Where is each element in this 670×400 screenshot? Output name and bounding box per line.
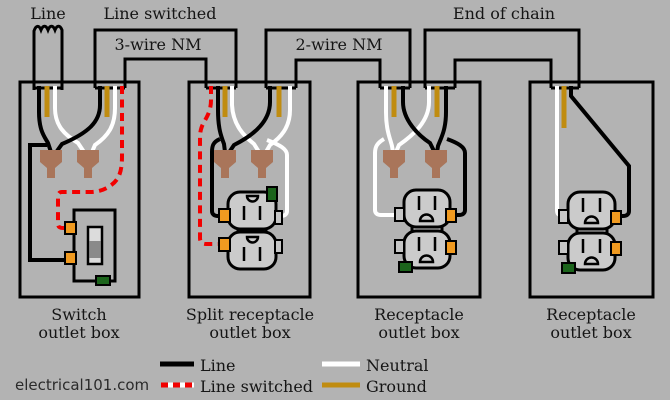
hot-wire xyxy=(401,86,436,152)
label-line: Line xyxy=(30,4,66,23)
line-feed-cable xyxy=(32,24,64,90)
wire-nut xyxy=(214,150,236,178)
receptacle-outlet-box-4 xyxy=(528,80,655,299)
brass-terminal-bottom xyxy=(610,241,622,256)
neutral-wire xyxy=(230,86,261,154)
silver-terminal-bottom xyxy=(558,240,569,255)
receptacle-outlet-box-3 xyxy=(356,80,482,299)
wire-nut xyxy=(251,150,273,178)
ground-screw xyxy=(398,261,413,273)
label-line-switched: Line switched xyxy=(103,4,216,23)
hot-wire xyxy=(228,86,272,153)
two-wire-nm-cable xyxy=(264,28,412,88)
brass-terminal-top xyxy=(610,210,622,225)
caption-split-box-line2: outlet box xyxy=(209,323,290,342)
ground-screw xyxy=(561,262,576,274)
legend: Line Line switched Neutral Ground xyxy=(160,356,429,396)
switch-feed-pigtail xyxy=(28,143,66,262)
plug-slots xyxy=(417,237,437,251)
brass-terminal-top xyxy=(218,208,231,223)
ground-hole xyxy=(418,213,435,223)
label-2-wire-nm: 2-wire NM xyxy=(296,35,383,54)
hot-wire xyxy=(569,86,631,218)
wire-nut xyxy=(77,150,99,178)
hot-pigtail xyxy=(446,137,467,217)
hot-wire xyxy=(55,86,102,153)
end-of-chain-cable xyxy=(423,28,581,88)
switch-device xyxy=(64,208,117,286)
caption-recept3-box-line1: Receptacle xyxy=(374,305,464,324)
silver-terminal-bottom xyxy=(274,239,283,254)
hot-wire xyxy=(435,86,448,153)
wire-nut xyxy=(425,150,447,178)
ground-wires xyxy=(44,86,567,128)
wire-nuts xyxy=(40,150,447,178)
brass-terminal-bottom xyxy=(445,240,457,255)
switch-brass-terminal-top xyxy=(64,221,77,235)
receptacle-device-3 xyxy=(394,188,457,273)
plug-slots xyxy=(242,206,262,220)
neutral-wire xyxy=(384,86,395,153)
label-3-wire-nm: 3-wire NM xyxy=(115,35,202,54)
caption-recept4-box-line1: Receptacle xyxy=(546,305,636,324)
outlet-boxes xyxy=(18,80,655,299)
switched-line-wires xyxy=(56,86,220,246)
watermark: electrical101.com xyxy=(15,376,149,394)
neutral-wire xyxy=(53,86,86,154)
switched-hot-wire xyxy=(198,86,220,246)
silver-terminal-bottom xyxy=(394,239,405,254)
legend-label-line: Line xyxy=(200,356,236,375)
line-wires xyxy=(28,86,631,262)
plug-slots xyxy=(242,247,262,261)
silver-terminal-top xyxy=(274,210,283,225)
silver-terminal-top xyxy=(558,209,569,224)
ground-screw xyxy=(266,186,278,202)
switch-ground-screw xyxy=(95,275,111,286)
ground-hole xyxy=(583,215,600,225)
three-wire-nm-cable xyxy=(93,28,238,88)
label-end-of-chain: End of chain xyxy=(453,4,555,23)
caption-recept4-box-line2: outlet box xyxy=(550,323,631,342)
split-receptacle-outlet-box xyxy=(187,80,312,299)
legend-label-line-switched: Line switched xyxy=(200,377,313,396)
neutral-pigtail xyxy=(373,137,394,217)
hot-pigtail xyxy=(210,137,222,218)
caption-switch-box-line2: outlet box xyxy=(38,323,119,342)
switch-outlet-box xyxy=(18,80,141,299)
plug-slots xyxy=(581,198,602,212)
plug-slots xyxy=(417,196,437,210)
neutral-pigtail xyxy=(266,138,289,218)
hot-wire xyxy=(37,86,53,153)
brass-terminal-bottom xyxy=(218,237,231,252)
switch-brass-terminal-bottom xyxy=(64,251,77,265)
hot-wire xyxy=(216,86,227,153)
ground-hole xyxy=(245,194,260,203)
neutral-wire xyxy=(264,86,292,153)
wire-nut xyxy=(383,150,405,178)
brass-terminal-top xyxy=(445,208,457,223)
caption-switch-box-line1: Switch xyxy=(51,305,106,324)
ground-hole xyxy=(418,254,435,264)
neutral-wire xyxy=(90,86,117,153)
ground-hole xyxy=(583,256,600,266)
receptacle-device-4 xyxy=(558,190,622,274)
legend-label-neutral: Neutral xyxy=(366,356,429,375)
box-captions: Switch outlet box Split receptacle outle… xyxy=(38,305,636,342)
caption-split-box-line1: Split receptacle xyxy=(186,305,314,324)
switch-toggle-handle xyxy=(89,241,101,258)
wire-nut xyxy=(40,150,62,178)
neutral-wire xyxy=(394,86,431,153)
plug-slots xyxy=(581,239,602,253)
caption-recept3-box-line2: outlet box xyxy=(378,323,459,342)
silver-terminal-top xyxy=(394,207,405,222)
split-receptacle-device xyxy=(218,186,283,271)
ground-hole xyxy=(245,235,260,244)
switched-hot-wire xyxy=(56,86,124,230)
legend-label-ground: Ground xyxy=(366,377,427,396)
